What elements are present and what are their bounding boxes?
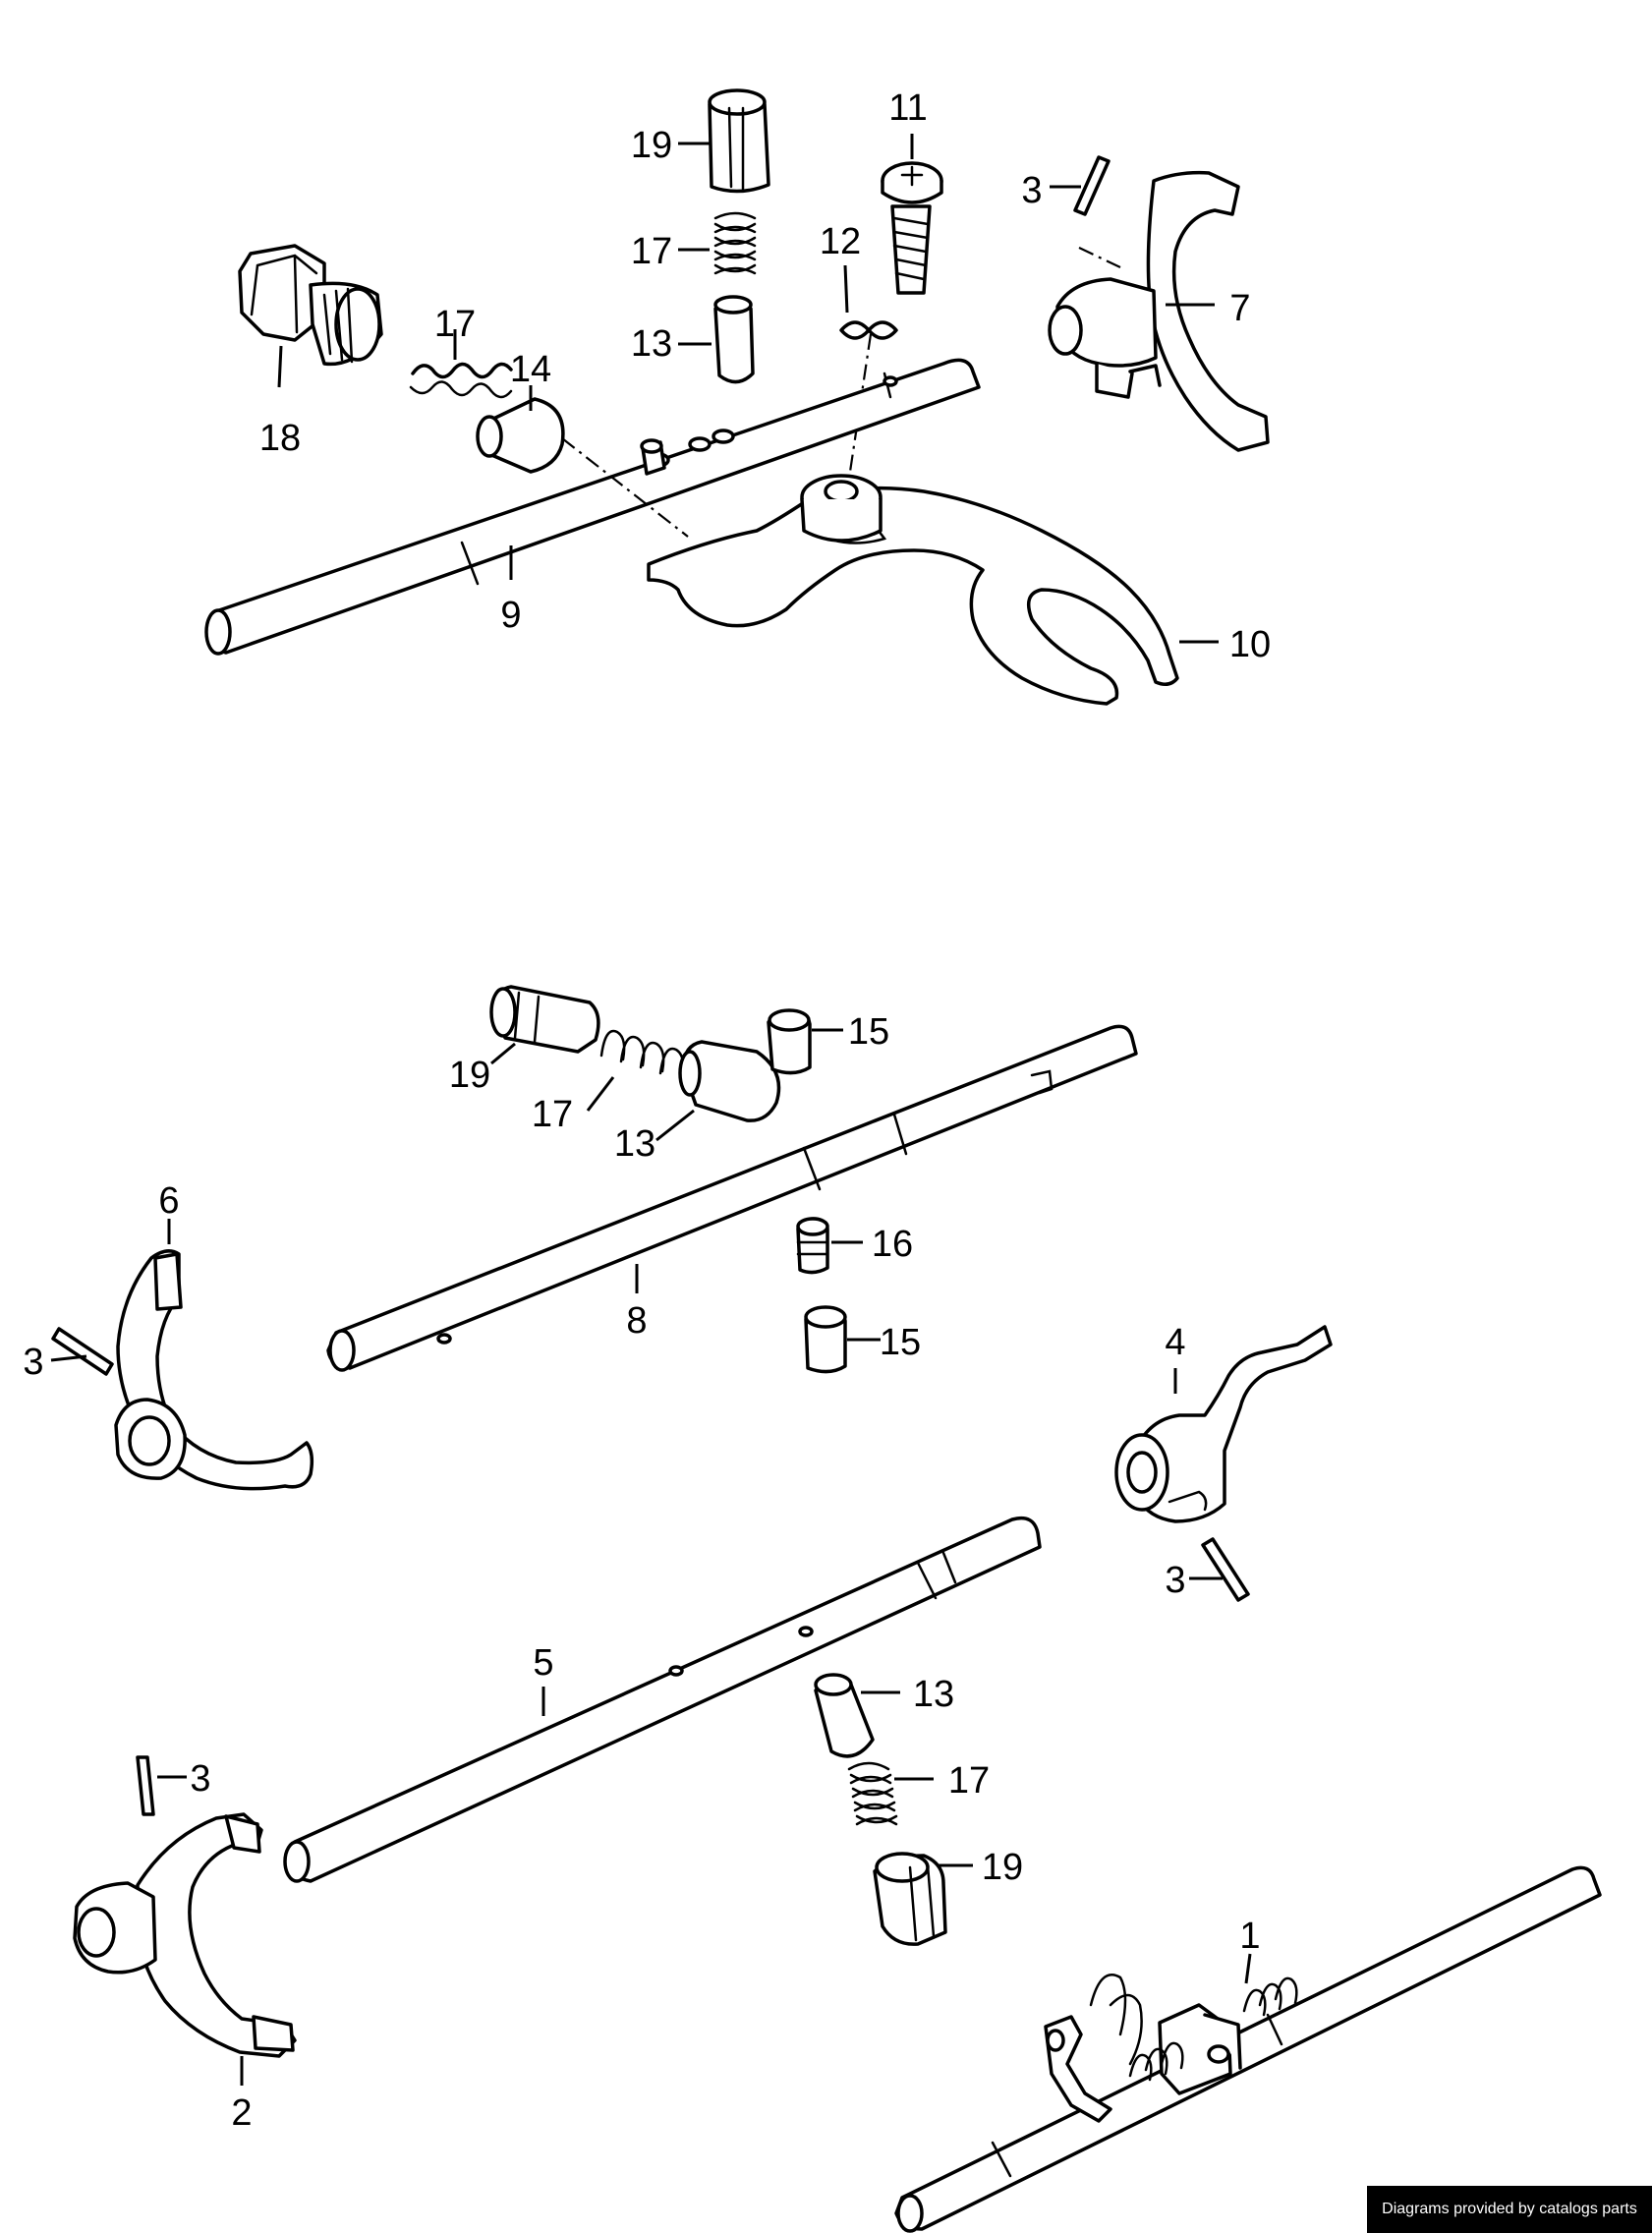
assembly-guide-line [561,437,689,538]
part-11-bolt[interactable] [881,134,943,295]
callout-15: 15 [880,1322,921,1363]
callout-17: 17 [434,304,476,345]
part-roll-pin[interactable] [640,438,666,476]
part-17-spring[interactable] [409,329,513,399]
callout-17: 17 [948,1760,990,1802]
part-5-shift-rod[interactable] [283,1516,1042,1883]
assembly-guide-line [1078,247,1121,268]
part-16-pin[interactable] [796,1217,863,1275]
part-3-roll-pin[interactable] [1189,1537,1250,1602]
callout-3: 3 [1021,170,1042,211]
part-17-spring[interactable] [586,1029,685,1112]
part-18-plug-bolt[interactable] [238,244,383,388]
callout-10: 10 [1229,624,1271,665]
callout-2: 2 [231,2092,252,2134]
callout-3: 3 [23,1342,43,1383]
callout-4: 4 [1165,1322,1185,1363]
part-6-shift-fork[interactable] [114,1219,314,1491]
part-3-roll-pin[interactable] [50,1327,114,1376]
callout-19: 19 [631,125,672,166]
callout-6: 6 [158,1180,179,1222]
callout-8: 8 [626,1300,647,1342]
callout-7: 7 [1229,288,1250,329]
part-3-roll-pin[interactable] [136,1755,187,1816]
part-15-pin[interactable] [804,1305,881,1374]
part-19-sleeve[interactable] [678,88,770,194]
part-19-sleeve[interactable] [873,1852,973,1946]
part-3-roll-pin[interactable] [1050,155,1111,216]
part-13-plunger[interactable] [655,1040,781,1142]
part-10-shift-fork[interactable] [647,474,1219,706]
callout-11: 11 [888,87,927,129]
part-13-plunger[interactable] [678,295,755,384]
callout-19: 19 [982,1847,1023,1888]
callout-13: 13 [913,1674,954,1715]
callout-9: 9 [500,595,521,636]
part-7-shift-fork[interactable] [1048,170,1270,452]
credit-label: Diagrams provided by catalogs parts [1367,2186,1652,2233]
callout-13: 13 [631,323,672,365]
callout-3: 3 [190,1758,210,1800]
callout-1: 1 [1239,1916,1260,1957]
callout-3: 3 [1165,1560,1185,1601]
part-8-shift-rod[interactable] [326,1024,1138,1372]
part-12-washer[interactable] [839,264,898,340]
callout-14: 14 [510,349,551,390]
part-14-pin[interactable] [476,385,565,474]
callout-19: 19 [449,1055,490,1096]
part-2-shift-fork[interactable] [73,1812,297,2086]
callout-13: 13 [614,1123,655,1165]
assembly-guide-line [845,333,873,492]
part-17-spring[interactable] [847,1761,934,1826]
part-4-shift-lever[interactable] [1114,1325,1333,1523]
part-1-selector-rod[interactable] [894,1865,1602,2233]
part-17-spring[interactable] [678,211,757,275]
callout-16: 16 [872,1224,913,1265]
part-13-plunger[interactable] [814,1673,900,1758]
part-15-pin[interactable] [767,1008,843,1075]
callout-15: 15 [848,1011,889,1053]
callout-12: 12 [820,221,861,262]
callout-5: 5 [533,1642,553,1684]
callout-17: 17 [631,231,672,272]
callout-18: 18 [259,418,301,459]
part-19-sleeve[interactable] [489,985,600,1065]
callout-17: 17 [532,1094,573,1135]
callout-labels: 11 19 3 17 12 7 17 13 14 18 9 10 15 19 1… [23,87,1271,2134]
